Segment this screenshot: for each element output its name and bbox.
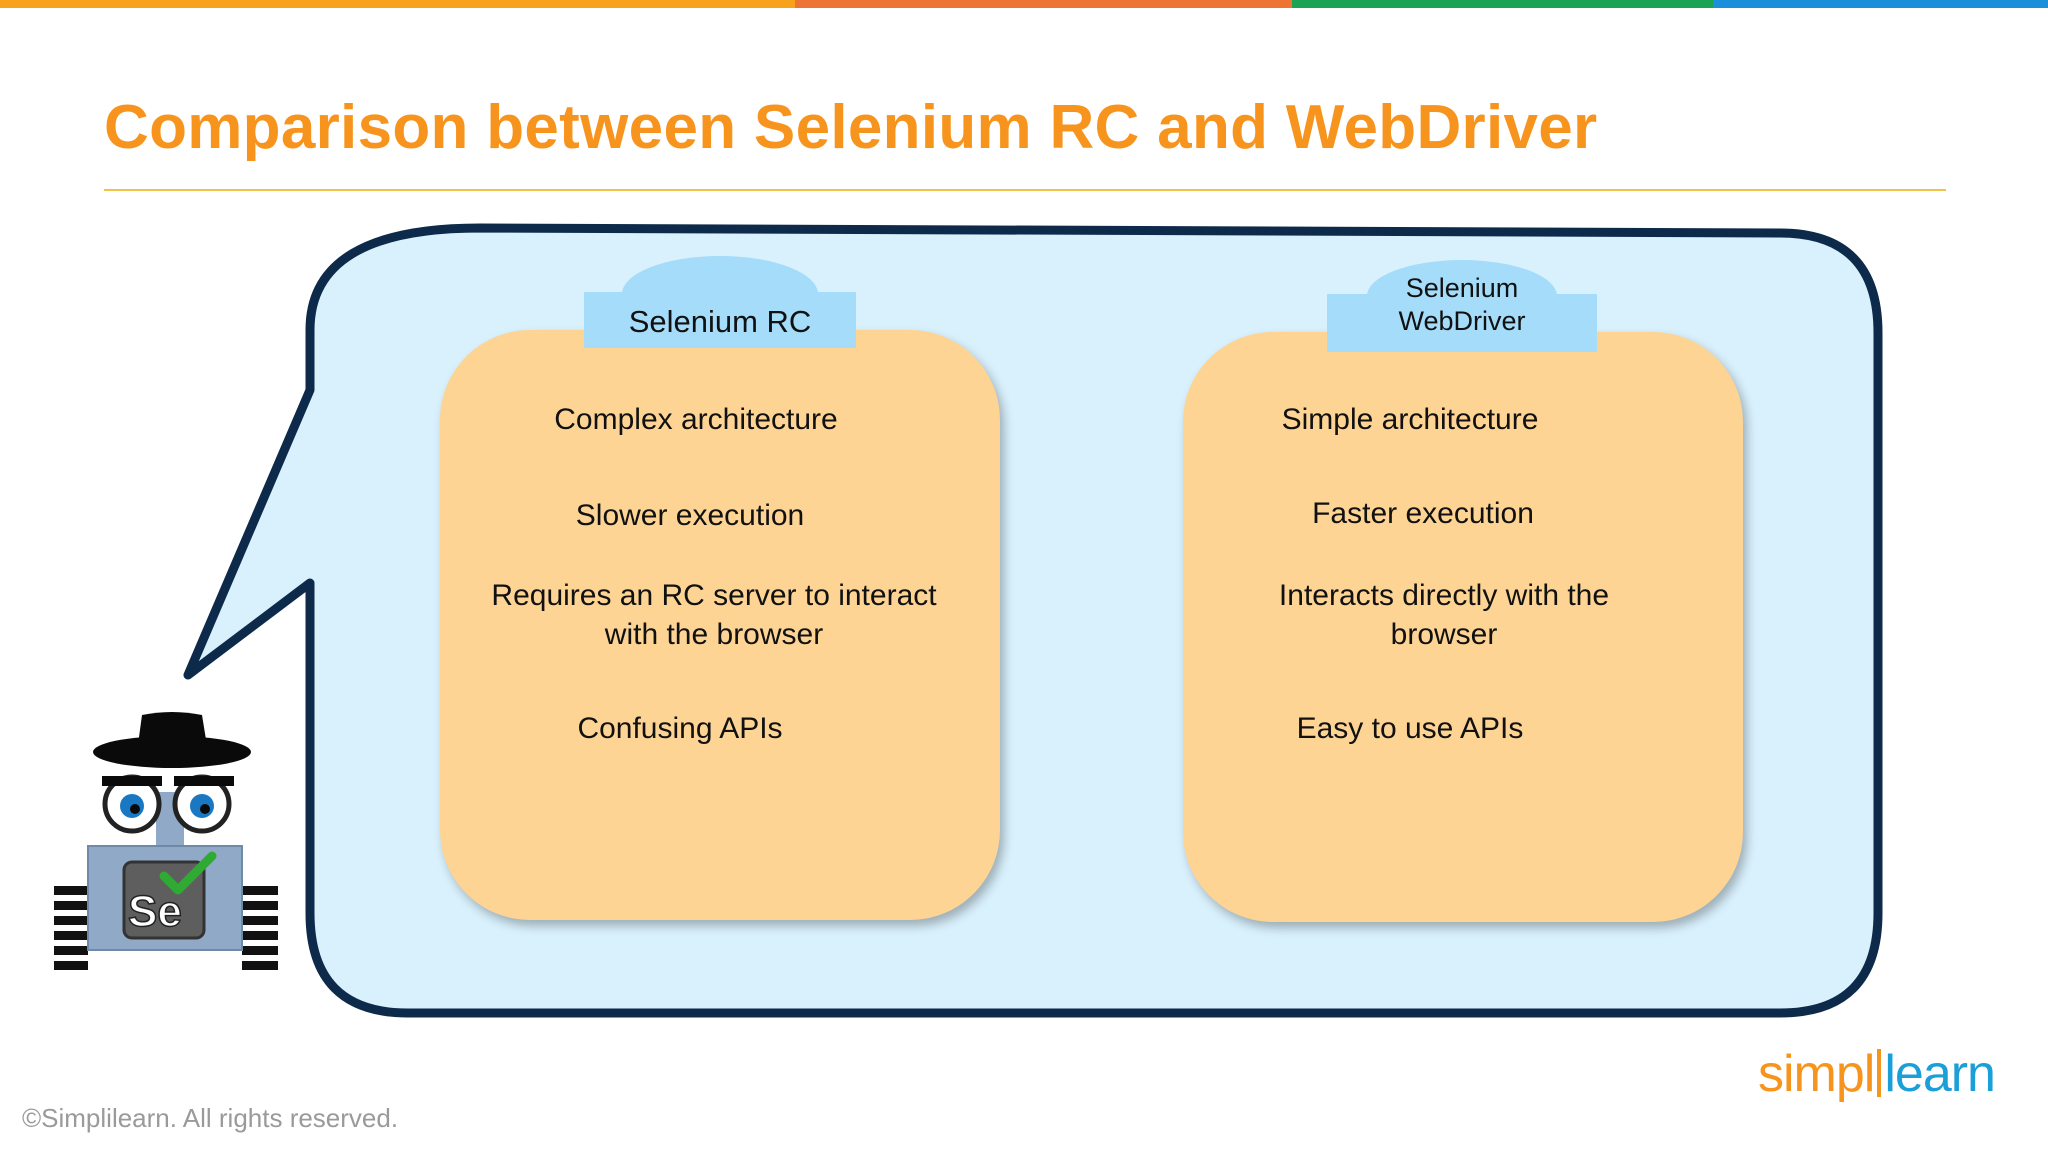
wd-item-interaction: Interacts directly with the browser [1164, 576, 1724, 654]
top-bar-segment [0, 0, 795, 8]
slide-title: Comparison between Selenium RC and WebDr… [104, 93, 1598, 162]
wd-item-architecture: Simple architecture [1130, 400, 1690, 439]
selenium-badge-text: Se [128, 887, 182, 936]
title-divider [104, 189, 1946, 191]
selenium-rc-tag: Selenium RC [584, 256, 856, 348]
tread-right-icon [242, 886, 278, 970]
wd-item-apis: Easy to use APIs [1130, 709, 1690, 748]
rc-item-execution: Slower execution [410, 496, 970, 535]
top-bar-segment [795, 0, 1292, 8]
selenium-robot-mascot: Se [54, 712, 278, 970]
rc-item-architecture: Complex architecture [416, 400, 976, 439]
logo-divider-icon [1877, 1049, 1882, 1097]
rc-item-apis: Confusing APIs [400, 709, 960, 748]
selenium-rc-card: Complex architecture Slower execution Re… [440, 330, 1000, 920]
tread-left-icon [54, 886, 88, 970]
selenium-webdriver-heading: Selenium WebDriver [1327, 272, 1597, 338]
selenium-rc-heading: Selenium RC [628, 304, 812, 339]
wd-item-execution: Faster execution [1143, 494, 1703, 533]
wd-item-line: Simple architecture [1281, 403, 1539, 436]
selenium-webdriver-card: Simple architecture Faster execution Int… [1183, 332, 1743, 922]
rc-item-line: Slower execution [575, 499, 805, 532]
logo-part-simpl: simpl [1758, 1045, 1875, 1103]
rc-item-line: Requires an RC server to interact [491, 579, 937, 612]
webdriver-heading-line: WebDriver [1398, 306, 1526, 336]
wd-item-line: browser [1390, 618, 1498, 651]
top-bar-segment [1292, 0, 1713, 8]
rc-item-server: Requires an RC server to interact with t… [434, 576, 994, 654]
rc-item-line: Confusing APIs [577, 712, 783, 745]
webdriver-heading-line: Selenium [1405, 273, 1519, 303]
top-bar-segment [1713, 0, 2048, 8]
tag-base [1327, 294, 1597, 352]
top-color-bar [0, 0, 2048, 8]
selenium-webdriver-tag: Selenium WebDriver [1327, 260, 1597, 352]
rc-item-line: with the browser [604, 618, 824, 651]
checkmark-icon [159, 851, 217, 895]
wd-item-line: Interacts directly with the [1278, 579, 1610, 612]
wd-item-line: Faster execution [1312, 497, 1534, 530]
tag-base [584, 292, 856, 348]
copyright-notice: ©Simplilearn. All rights reserved. [22, 1103, 399, 1133]
wd-item-line: Easy to use APIs [1296, 712, 1524, 745]
logo-part-learn: learn [1884, 1045, 1996, 1103]
rc-item-line: Complex architecture [554, 403, 838, 436]
selenium-logo-icon: Se [122, 860, 206, 940]
hat-icon [93, 712, 251, 768]
